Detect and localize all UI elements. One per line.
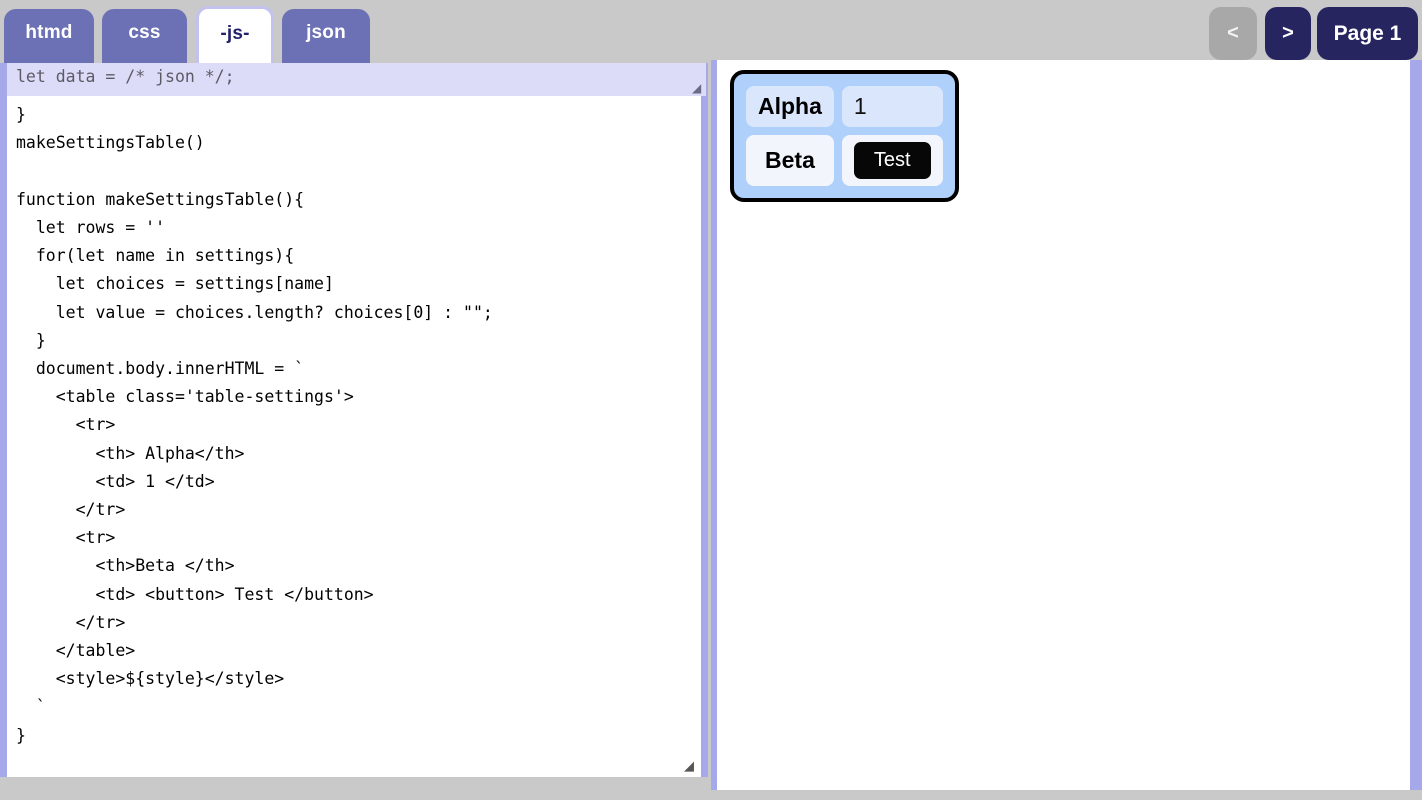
tab-css-label: css xyxy=(128,22,161,43)
table-row: Beta Test xyxy=(746,135,943,186)
tab-htmd-label: htmd xyxy=(25,22,73,43)
settings-row-value: 1 xyxy=(841,86,943,127)
editor-pane: ◢ ◢ xyxy=(0,63,708,777)
settings-row-header: Beta xyxy=(746,135,834,186)
tab-json-label: json xyxy=(306,22,346,43)
prev-arrow-icon: < xyxy=(1227,22,1239,44)
table-row: Alpha 1 xyxy=(746,86,943,127)
page-indicator-label: Page 1 xyxy=(1333,21,1402,45)
settings-table: Alpha 1 Beta Test xyxy=(730,70,959,202)
tab-js-label: -js- xyxy=(220,22,250,44)
prev-page-button[interactable]: < xyxy=(1209,7,1257,60)
settings-row-value-cell: Test xyxy=(841,135,943,186)
tab-css[interactable]: css xyxy=(102,9,187,63)
next-arrow-icon: > xyxy=(1282,22,1294,44)
json-expression-input[interactable] xyxy=(0,63,706,96)
tab-htmd[interactable]: htmd xyxy=(4,9,94,63)
preview-scrollbar[interactable] xyxy=(1410,60,1422,790)
code-editor-textarea[interactable] xyxy=(0,63,708,777)
next-page-button[interactable]: > xyxy=(1265,7,1311,60)
tab-json[interactable]: json xyxy=(282,9,370,63)
settings-row-header: Alpha xyxy=(746,86,834,127)
preview-pane: Alpha 1 Beta Test xyxy=(711,60,1422,790)
tab-js[interactable]: -js- xyxy=(196,6,274,64)
test-button[interactable]: Test xyxy=(853,142,931,179)
tab-bar: htmd css -js- json < > Page 1 xyxy=(0,0,1422,64)
page-indicator-button[interactable]: Page 1 xyxy=(1317,7,1418,60)
